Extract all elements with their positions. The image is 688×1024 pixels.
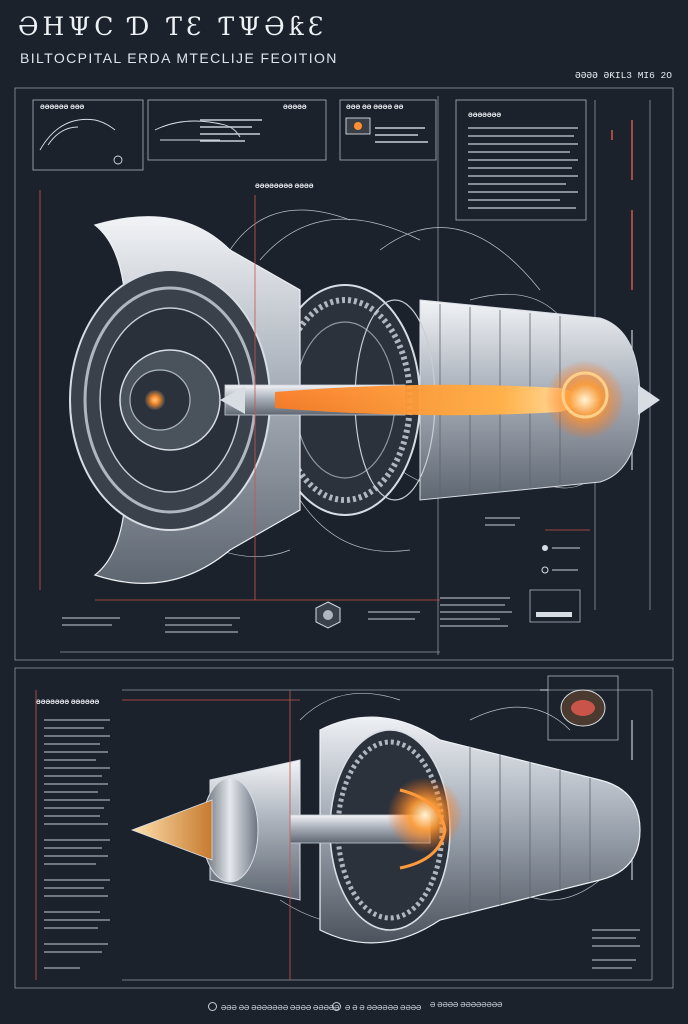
lower-right-inset — [540, 675, 640, 969]
right-panel-text — [468, 127, 578, 209]
upper-engine — [69, 209, 660, 584]
lower-left-text — [44, 719, 110, 969]
inset-sketches — [39, 117, 371, 165]
box-text-lines — [200, 119, 428, 143]
lower-engine — [130, 693, 641, 944]
right-panel-title: ƏƏƏƏƏƏƏ — [468, 112, 502, 119]
callout-center-upper: ƏƏƏƏƏƏƏƏ ƏƏƏƏ — [255, 183, 314, 190]
poster-title: ƏHΨC Ɗ ƬƐ ƬΨƏƙƐ — [18, 12, 328, 41]
footer-middle-text: Ə Ə Ə ƏƏƏƏƏƏ ƏƏƏƏ — [345, 1005, 422, 1012]
callout-top-mid: ƏƏƏ ƏƏ ƏƏƏƏ ƏƏ — [346, 104, 404, 111]
footer-left: ƏƏƏ ƏƏ ƏƏƏƏƏƏƏ ƏƏƏƏ ƏƏƏƏƏ — [208, 1002, 339, 1012]
footer-right-text: Ə ƏƏƏƏ ƏƏƏƏƏƏƏƏ — [430, 1002, 503, 1009]
lower-left-title: ƏƏƏƏƏƏƏ ƏƏƏƏƏƏ — [36, 699, 100, 706]
upper-dimensions — [39, 190, 590, 601]
top-info-boxes — [32, 99, 587, 221]
footer-left-icon — [208, 1002, 217, 1011]
footer-left-text: ƏƏƏ ƏƏ ƏƏƏƏƏƏƏ ƏƏƏƏ ƏƏƏƏƏ — [221, 1005, 340, 1012]
right-scale-marks — [611, 120, 633, 290]
poster-subtitle: BILTOCPITAL ERDA MTECLIJE FEOITION — [20, 50, 338, 66]
footer-right: Ə ƏƏƏƏ ƏƏƏƏƏƏƏƏ — [430, 1002, 502, 1009]
footer-middle-icon — [332, 1002, 341, 1011]
sheet-code: ƏƏƏƏ ƏƘIL3 MI6 2O — [575, 70, 672, 81]
callout-top-small: ƏƏƏƏƏ — [283, 104, 307, 111]
footer-middle: Ə Ə Ə ƏƏƏƏƏƏ ƏƏƏƏ — [332, 1002, 421, 1012]
callout-top-left: ƏƏƏƏƏƏ ƏƏƏ — [40, 104, 85, 111]
lower-dimensions — [122, 690, 300, 980]
upper-lower-callouts — [62, 517, 581, 633]
